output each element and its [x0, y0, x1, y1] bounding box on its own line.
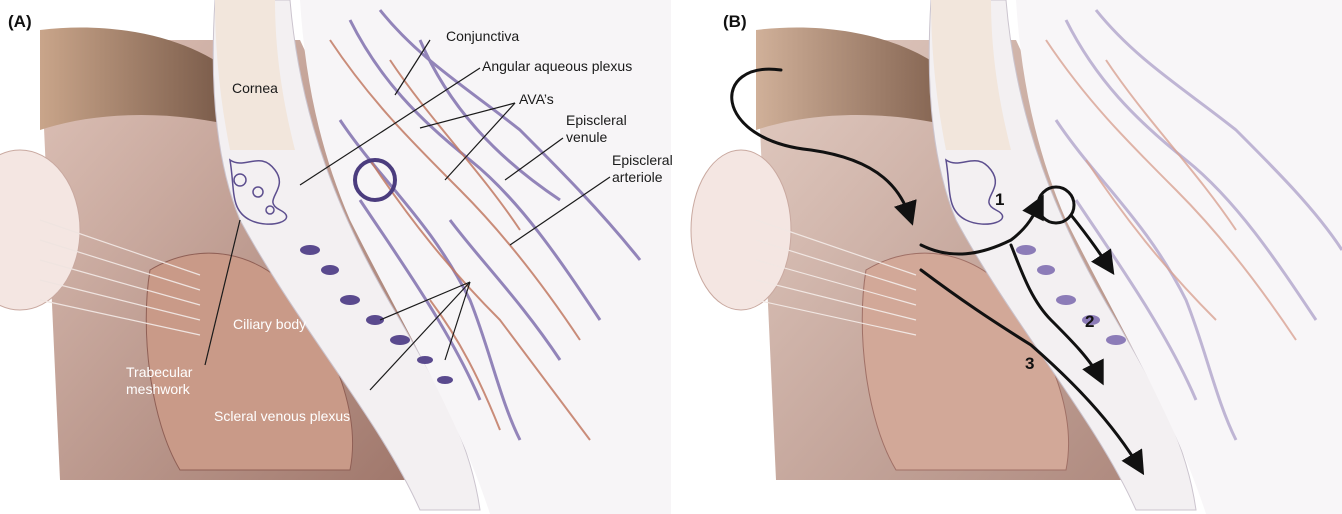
- panel-a: (A) Conjunctiva Angular aqueous plexus C…: [0, 0, 671, 514]
- lens: [691, 150, 791, 310]
- label-scleral-venous-plexus: Scleral venous plexus: [214, 408, 350, 425]
- label-episcleral-venule-line2: venule: [566, 129, 607, 146]
- label-episcleral-arteriole-line1: Episcleral: [612, 152, 673, 169]
- label-episcleral-arteriole-line2: arteriole: [612, 169, 663, 186]
- anatomy-illustration-b: [671, 0, 1342, 514]
- pathway-number-1: 1: [995, 190, 1004, 210]
- panel-b: (B) 1 2 3: [671, 0, 1342, 514]
- label-cornea: Cornea: [232, 80, 278, 97]
- label-avas: AVA’s: [519, 91, 554, 108]
- anatomy-illustration-a: [0, 0, 671, 514]
- label-conjunctiva: Conjunctiva: [446, 28, 519, 45]
- label-trabecular-line1: Trabecular: [126, 364, 192, 381]
- label-ciliary-body: Ciliary body: [233, 316, 306, 333]
- label-trabecular-line2: meshwork: [126, 381, 190, 398]
- panel-b-letter: (B): [723, 12, 747, 32]
- label-angular-aqueous-plexus: Angular aqueous plexus: [482, 58, 632, 75]
- panel-a-letter: (A): [8, 12, 32, 32]
- pathway-number-3: 3: [1025, 354, 1034, 374]
- label-episcleral-venule-line1: Episcleral: [566, 112, 627, 129]
- pathway-number-2: 2: [1085, 312, 1094, 332]
